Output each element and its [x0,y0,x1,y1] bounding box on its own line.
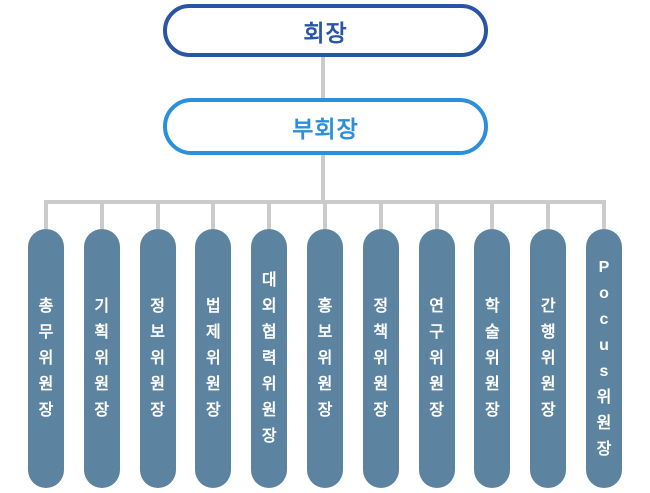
connector-vice-bus [321,155,325,200]
connector-chairman-vice [321,57,325,98]
connector-stub [490,204,495,229]
chairman-node: 회장 [163,4,488,57]
connector-stub [211,204,216,229]
connector-stub [155,204,160,229]
connector-horizontal-bus [44,200,606,204]
connector-stub [44,204,48,229]
chairman-label: 회장 [303,19,348,46]
vice-chairman-node: 부회장 [163,98,488,155]
connector-stub [378,204,383,229]
connector-stub [323,204,327,229]
vice-chairman-label: 부회장 [292,115,359,142]
connector-stub [602,204,606,229]
connector-stub [546,204,551,229]
connector-stub [99,204,104,229]
connector-stub [267,204,272,229]
connector-stub [434,204,439,229]
